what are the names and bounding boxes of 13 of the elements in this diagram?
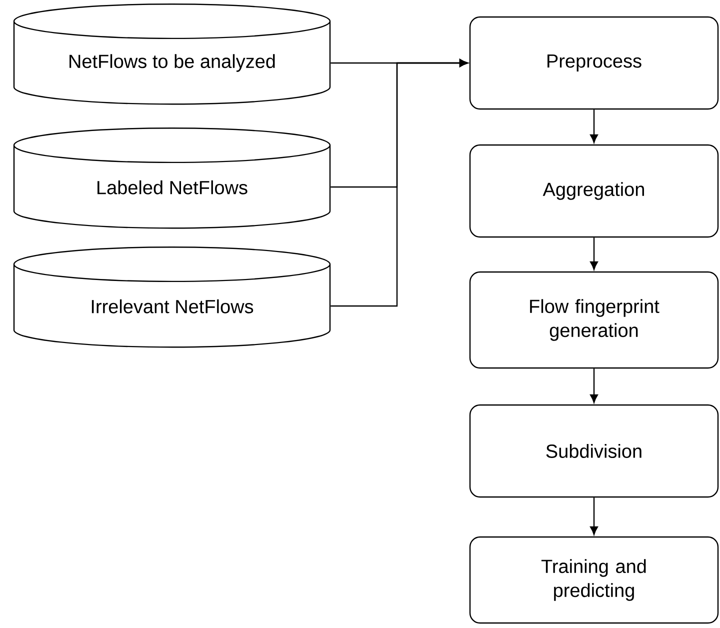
arrow (590, 498, 598, 535)
process-box: Aggregation (469, 144, 719, 238)
process-box: Training and predicting (469, 536, 719, 624)
process-box: Preprocess (469, 16, 719, 110)
database-cylinder: Labeled NetFlows (13, 128, 331, 229)
database-cylinder: Irrelevant NetFlows (13, 246, 331, 348)
arrow (590, 368, 598, 403)
arrow (590, 110, 598, 143)
process-box: Flow fingerprint generation (469, 271, 719, 369)
arrow (590, 238, 598, 270)
database-cylinder: NetFlows to be analyzed (13, 4, 331, 105)
arrow (330, 59, 468, 307)
process-box: Subdivision (469, 404, 719, 498)
